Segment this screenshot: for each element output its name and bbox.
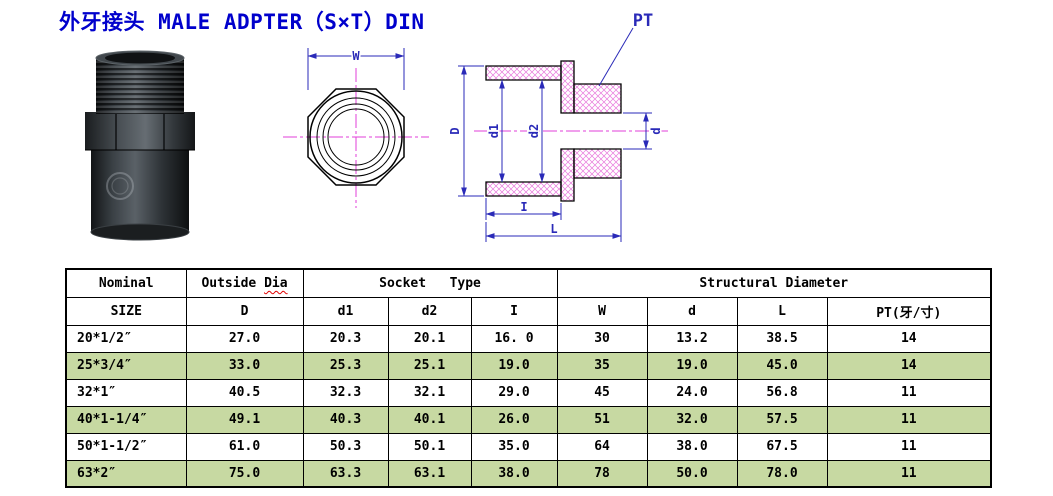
header-nominal: Nominal [65, 268, 187, 298]
photo-logo-mark [106, 172, 134, 200]
dim-label-L: L [550, 222, 557, 236]
header-socket-type: Socket Type [302, 268, 558, 298]
photo-hex-collar [85, 112, 195, 150]
cell-W: 78 [556, 459, 648, 488]
cell-L: 67.5 [736, 432, 828, 461]
cell-d1: 25.3 [302, 351, 389, 380]
cell-D: 61.0 [185, 432, 304, 461]
product-photo [85, 50, 195, 241]
header-structural-diameter: Structural Diameter [556, 268, 992, 298]
cell-d1: 50.3 [302, 432, 389, 461]
cell-PT: 14 [826, 351, 992, 380]
cell-L: 56.8 [736, 378, 828, 407]
spec-table: Nominal Outside Dia Socket Type Structur… [65, 268, 993, 488]
dim-label-I: I [520, 200, 527, 214]
cell-I: 29.0 [470, 378, 558, 407]
dim-label-d: d [649, 127, 663, 134]
header-group-row: Nominal Outside Dia Socket Type Structur… [65, 268, 992, 298]
table-row: 25*3/4″ 33.0 25.3 25.1 19.0 35 19.0 45.0… [65, 351, 992, 380]
cell-PT: 11 [826, 432, 992, 461]
cell-I: 26.0 [470, 405, 558, 434]
col-W: W [556, 296, 648, 326]
cell-d: 19.0 [646, 351, 738, 380]
col-D: D [185, 296, 304, 326]
cell-W: 35 [556, 351, 648, 380]
header-column-row: SIZE D d1 d2 I W d L PT(牙/寸) [65, 296, 992, 326]
dim-label-pt: PT [633, 11, 653, 31]
cell-size: 63*2″ [65, 459, 187, 488]
cell-I: 35.0 [470, 432, 558, 461]
cell-d1: 20.3 [302, 324, 389, 353]
cell-size: 40*1-1/4″ [65, 405, 187, 434]
cell-W: 64 [556, 432, 648, 461]
cell-d: 38.0 [646, 432, 738, 461]
cell-D: 27.0 [185, 324, 304, 353]
cell-I: 38.0 [470, 459, 558, 488]
cell-W: 51 [556, 405, 648, 434]
cell-d2: 25.1 [387, 351, 472, 380]
cell-size: 50*1-1/2″ [65, 432, 187, 461]
cell-d: 32.0 [646, 405, 738, 434]
table-row: 40*1-1/4″ 49.1 40.3 40.1 26.0 51 32.0 57… [65, 405, 992, 434]
cell-I: 19.0 [470, 351, 558, 380]
cell-size: 32*1″ [65, 378, 187, 407]
cell-d2: 32.1 [387, 378, 472, 407]
cell-I: 16. 0 [470, 324, 558, 353]
spec-table-body: 20*1/2″ 27.0 20.3 20.1 16. 0 30 13.2 38.… [65, 324, 992, 488]
cell-d2: 40.1 [387, 405, 472, 434]
cell-D: 49.1 [185, 405, 304, 434]
cell-L: 38.5 [736, 324, 828, 353]
cell-PT: 11 [826, 405, 992, 434]
page-title: 外牙接头 MALE ADPTER（S×T）DIN [59, 10, 425, 34]
col-PT: PT(牙/寸) [826, 296, 992, 326]
photo-bottom-rim [90, 223, 190, 241]
header-outside-dia: Outside Dia [185, 268, 304, 298]
dim-label-d1: d1 [487, 124, 501, 138]
dim-label-d2: d2 [527, 124, 541, 138]
cell-size: 25*3/4″ [65, 351, 187, 380]
cell-PT: 11 [826, 459, 992, 488]
cell-L: 57.5 [736, 405, 828, 434]
cell-PT: 11 [826, 378, 992, 407]
cell-W: 45 [556, 378, 648, 407]
cell-W: 30 [556, 324, 648, 353]
cell-D: 75.0 [185, 459, 304, 488]
dim-label-D: D [448, 127, 462, 134]
cell-d: 50.0 [646, 459, 738, 488]
col-I: I [470, 296, 558, 326]
cell-d: 13.2 [646, 324, 738, 353]
cell-PT: 14 [826, 324, 992, 353]
cell-size: 20*1/2″ [65, 324, 187, 353]
col-L: L [736, 296, 828, 326]
front-view-drawing: W [283, 48, 429, 208]
header-outside-prefix: Outside [201, 275, 265, 291]
cell-D: 40.5 [185, 378, 304, 407]
cell-d1: 32.3 [302, 378, 389, 407]
dim-label-w: W [352, 49, 360, 63]
cell-d1: 63.3 [302, 459, 389, 488]
cell-L: 78.0 [736, 459, 828, 488]
cell-d1: 40.3 [302, 405, 389, 434]
cell-d2: 63.1 [387, 459, 472, 488]
col-size: SIZE [65, 296, 187, 326]
col-d: d [646, 296, 738, 326]
col-d2: d2 [387, 296, 472, 326]
cell-d2: 20.1 [387, 324, 472, 353]
cell-D: 33.0 [185, 351, 304, 380]
cell-d: 24.0 [646, 378, 738, 407]
section-view-drawing: PT D d1 d2 d I L [447, 10, 668, 242]
table-row: 32*1″ 40.5 32.3 32.1 29.0 45 24.0 56.8 1… [65, 378, 992, 407]
photo-socket-body [91, 146, 189, 232]
cell-L: 45.0 [736, 351, 828, 380]
table-row: 20*1/2″ 27.0 20.3 20.1 16. 0 30 13.2 38.… [65, 324, 992, 353]
cell-d2: 50.1 [387, 432, 472, 461]
table-row: 63*2″ 75.0 63.3 63.1 38.0 78 50.0 78.0 1… [65, 459, 992, 488]
header-outside-dia-word: Dia [264, 275, 288, 291]
col-d1: d1 [302, 296, 389, 326]
table-row: 50*1-1/2″ 61.0 50.3 50.1 35.0 64 38.0 67… [65, 432, 992, 461]
